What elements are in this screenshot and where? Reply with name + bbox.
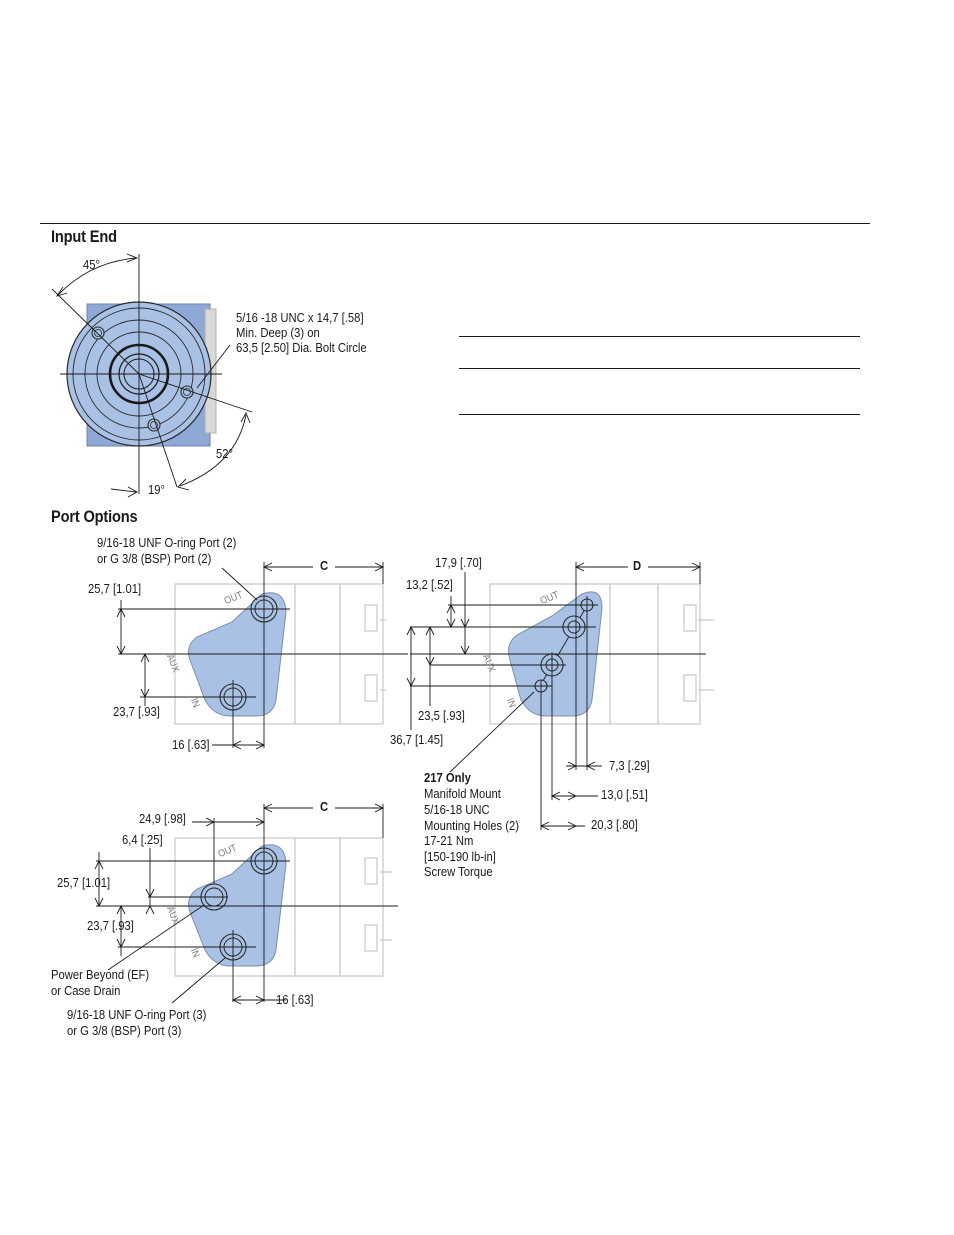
v2-dim-7-3: 7,3 [.29] xyxy=(609,759,650,773)
v2-manifold-note-6: Screw Torque xyxy=(424,865,493,879)
v3-port-note-2: or G 3/8 (BSP) Port (3) xyxy=(67,1024,182,1038)
angle-45-label: 45° xyxy=(83,258,101,272)
bolt-note-line-1: 5/16 -18 UNC x 14,7 [.58] xyxy=(236,311,364,325)
v3-dim-23-7: 23,7 [.93] xyxy=(87,919,134,933)
v2-dim-17-9: 17,9 [.70] xyxy=(435,556,482,570)
angle-19-label: 19° xyxy=(148,483,166,497)
v2-dim-20-3: 20,3 [.80] xyxy=(591,818,638,832)
v1-port-note-line-1: 9/16-18 UNF O-ring Port (2) xyxy=(97,536,237,550)
v1-dim-c: C xyxy=(320,559,329,573)
top-rule xyxy=(40,223,870,224)
v1-dim-25-7: 25,7 [1.01] xyxy=(88,582,142,596)
v3-dim-16: 16 [.63] xyxy=(276,993,314,1007)
v2-dim-d: D xyxy=(633,559,642,573)
v1-port-note-line-2: or G 3/8 (BSP) Port (2) xyxy=(97,552,212,566)
bolt-hole-1 xyxy=(91,326,105,340)
v2-dim-13-2: 13,2 [.52] xyxy=(406,578,453,592)
angle-52-label: 52° xyxy=(216,447,234,461)
bolt-note-line-3: 63,5 [2.50] Dia. Bolt Circle xyxy=(236,341,367,355)
v3-port-note-1: 9/16-18 UNF O-ring Port (3) xyxy=(67,1008,207,1022)
v2-manifold-note-1: Manifold Mount xyxy=(424,787,501,801)
v2-manifold-note-5: [150-190 lb-in] xyxy=(424,850,496,864)
v3-dim-25-7: 25,7 [1.01] xyxy=(57,876,111,890)
v1-dim-23-7: 23,7 [.93] xyxy=(113,705,160,719)
v3-dim-6-4: 6,4 [.25] xyxy=(122,833,163,847)
v3-dim-c: C xyxy=(320,800,329,814)
v3-power-note-1: Power Beyond (EF) xyxy=(51,968,150,982)
v2-manifold-note-2: 5/16-18 UNC xyxy=(424,803,490,817)
port-options-title: Port Options xyxy=(51,507,138,526)
table-rule-2 xyxy=(459,368,860,369)
bolt-note-line-2: Min. Deep (3) on xyxy=(236,326,320,340)
v3-power-note-2: or Case Drain xyxy=(51,984,121,998)
v3-dim-24-9: 24,9 [.98] xyxy=(139,812,186,826)
v2-manifold-note-3: Mounting Holes (2) xyxy=(424,819,520,833)
v1-dim-16: 16 [.63] xyxy=(172,738,210,752)
v2-dim-36-7: 36,7 [1.45] xyxy=(390,733,444,747)
table-rule-3 xyxy=(459,414,860,415)
v2-dim-13-0: 13,0 [.51] xyxy=(601,788,648,802)
port-housing-3 xyxy=(188,844,287,967)
table-rule-1 xyxy=(459,336,860,337)
input-end-title: Input End xyxy=(51,227,117,246)
v2-manifold-title: 217 Only xyxy=(424,771,471,785)
v2-dim-23-5: 23,5 [.93] xyxy=(418,709,465,723)
v2-manifold-note-4: 17-21 Nm xyxy=(424,834,474,848)
